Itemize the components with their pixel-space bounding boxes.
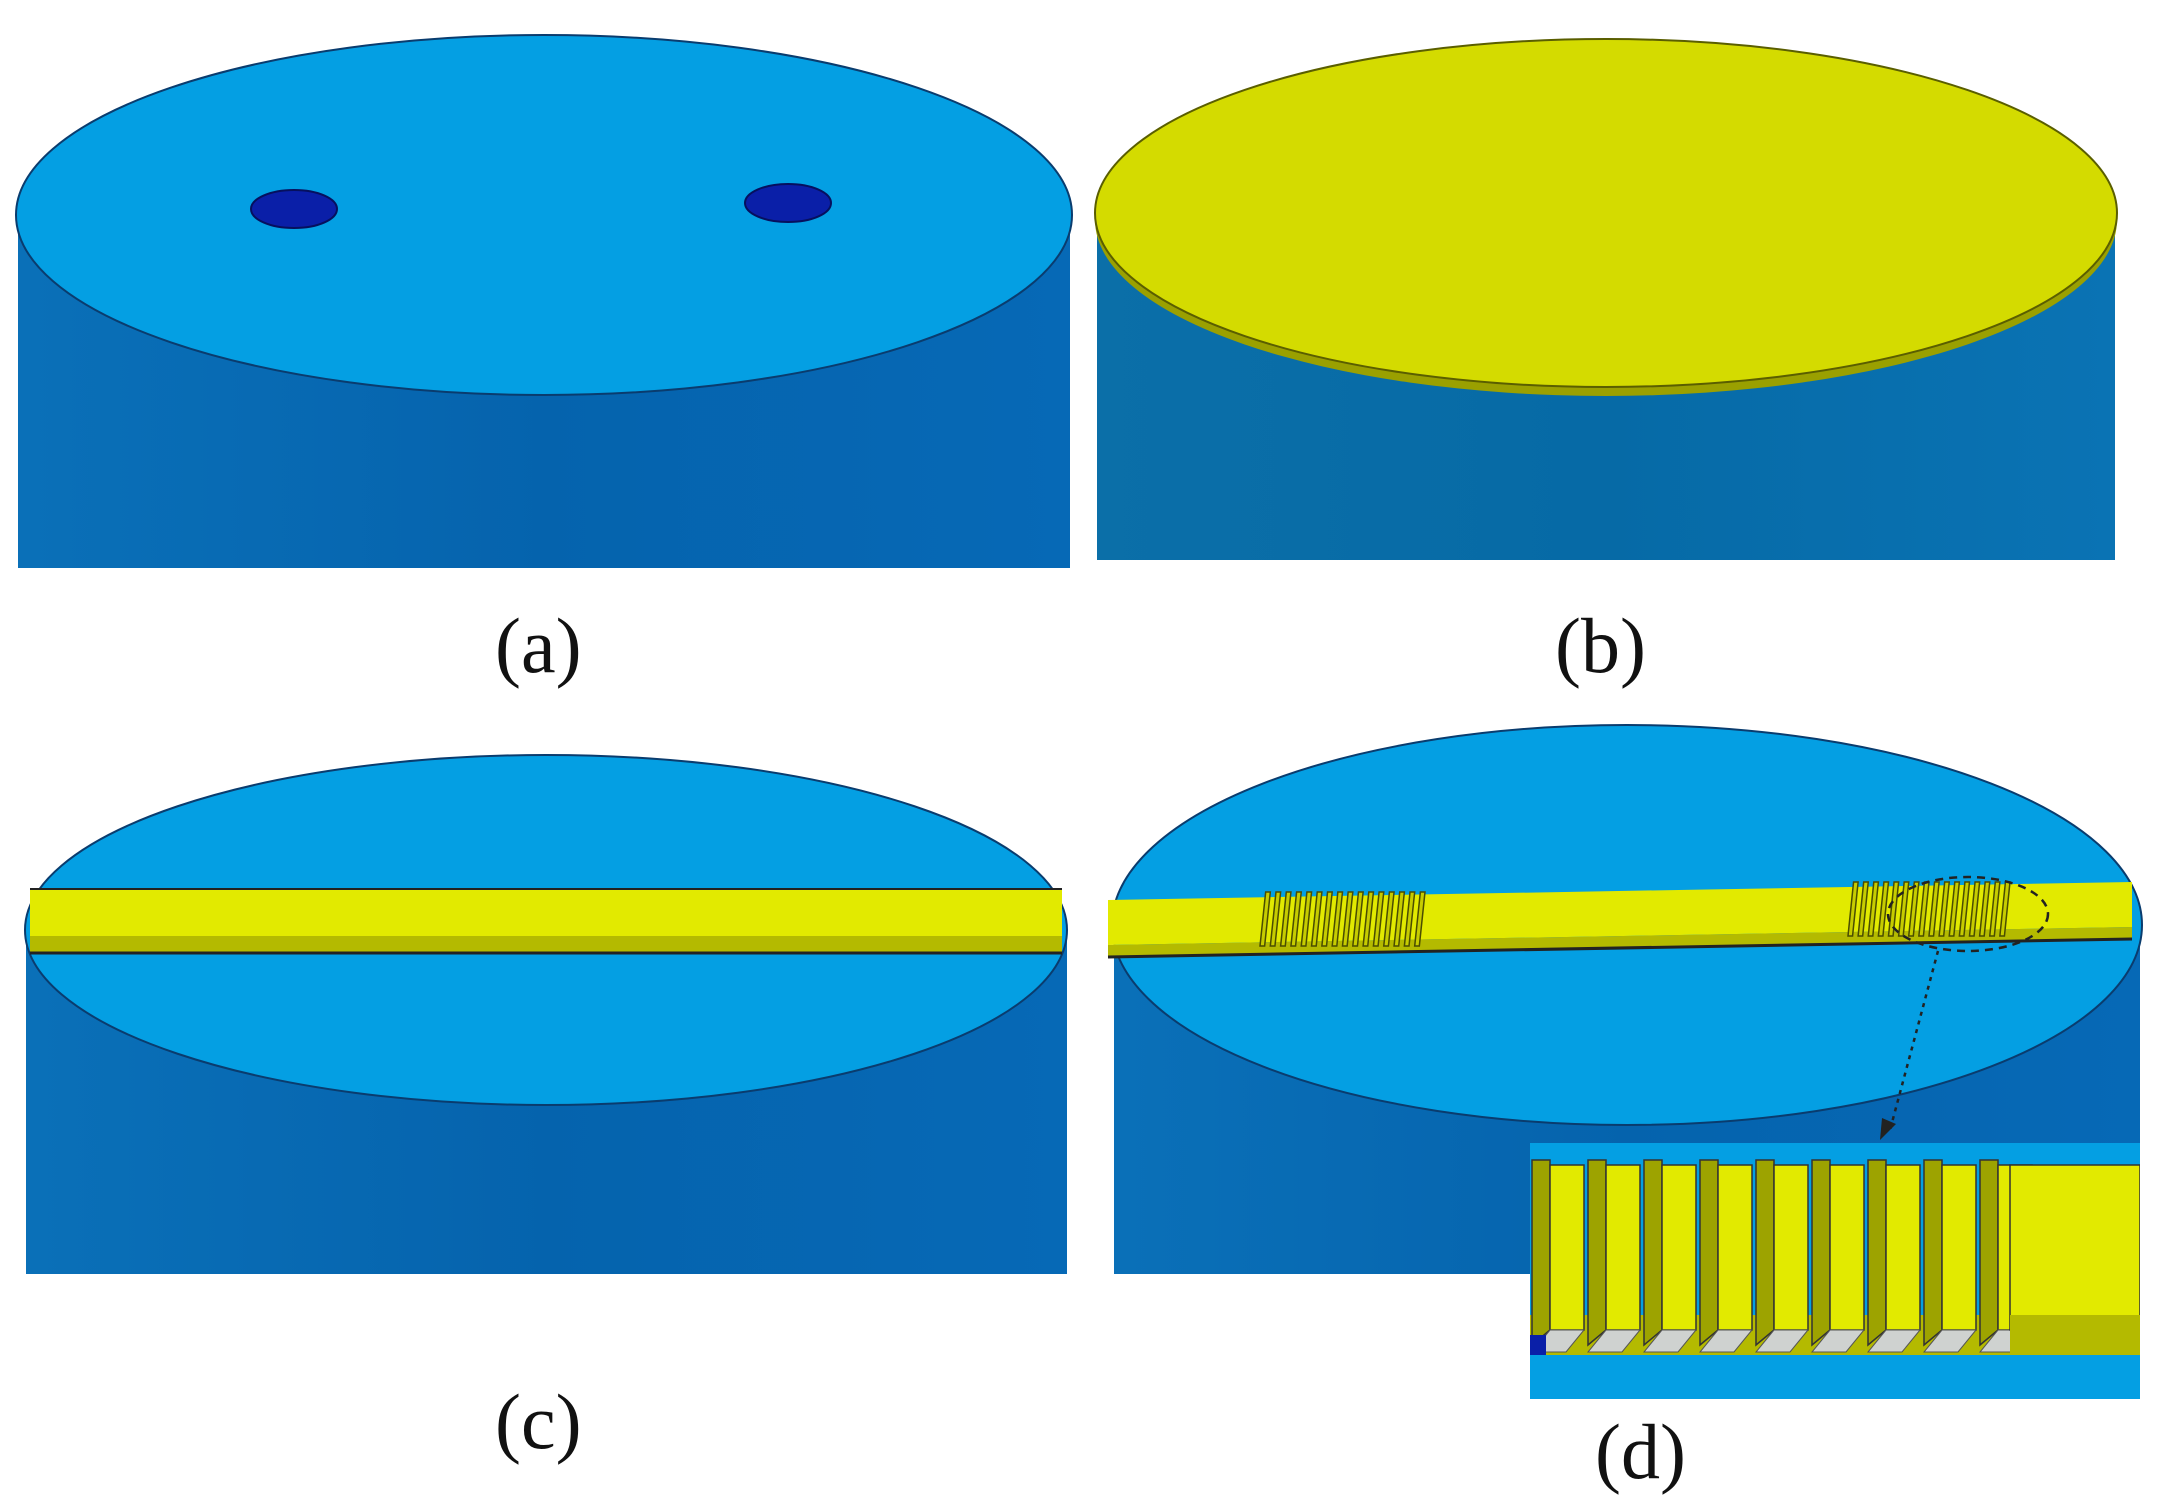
grating-ridge [1351, 891, 1364, 947]
inset-tooth-shadow [1810, 1329, 1866, 1353]
inset-tooth-side [1643, 1159, 1663, 1347]
inset-tooth-side [1811, 1159, 1831, 1347]
grating-ridge [1413, 891, 1426, 947]
inset-strip-block [2009, 1164, 2140, 1331]
panel-a-cylinder-top [15, 34, 1073, 396]
grating-ridge [1321, 891, 1334, 947]
grating-ridge [1341, 891, 1354, 947]
inset-tooth-shadow [1922, 1329, 1978, 1353]
panel-c-strip-side [30, 936, 1062, 952]
inset-tooth-shadow [1754, 1329, 1810, 1353]
grating-ridge [1362, 891, 1375, 947]
panel-a-label: (a) [495, 602, 582, 689]
grating-ridge [1877, 881, 1890, 937]
inset-tooth [1717, 1164, 1753, 1331]
grating-ridge [1928, 881, 1940, 937]
panel-d-callout-arrowhead [1880, 1118, 1896, 1140]
inset-tooth-side [1699, 1159, 1719, 1347]
inset-tooth [1885, 1164, 1921, 1331]
grating-ridge [1847, 881, 1859, 937]
grating-ridge [1948, 881, 1961, 937]
inset-tooth-side [1867, 1159, 1887, 1347]
grating-ridge [1382, 891, 1395, 947]
grating-ridge [1978, 881, 1991, 937]
inset-tooth [1829, 1164, 1865, 1331]
grating-ridge [1290, 891, 1303, 947]
inset-tooth-side [1587, 1159, 1607, 1347]
grating-ridge [1857, 881, 1870, 937]
panel-d-callout-arrow [1888, 950, 1940, 1131]
grating-ridge [1938, 881, 1951, 937]
grating-ridge [1259, 891, 1272, 947]
inset-strip-block-side [2010, 1315, 2140, 1355]
inset-tooth-shadow [1642, 1329, 1698, 1353]
grating-ridge [1907, 881, 1920, 937]
panel-a-hole-right [744, 183, 832, 223]
inset-tooth-side [1979, 1159, 1999, 1347]
grating-ridge [1403, 891, 1416, 947]
panel-d-label: (d) [1595, 1408, 1686, 1495]
panel-d-grating-left [1259, 891, 1426, 947]
grating-ridge [1269, 891, 1282, 947]
panel-b [1094, 38, 2118, 560]
panel-b-coating-top [1094, 38, 2118, 388]
grating-ridge [1958, 881, 1971, 937]
grating-ridge [1310, 891, 1323, 947]
panel-c-strip-top [30, 890, 1062, 936]
inset-tooth-shadow [1586, 1329, 1642, 1353]
inset-substrate [1530, 1355, 2140, 1399]
grating-ridge [1372, 891, 1385, 947]
inset-tooth [1661, 1164, 1697, 1331]
inset-tooth-side [1923, 1159, 1943, 1347]
panel-d [1107, 724, 2143, 1399]
panel-d-callout-ellipse [1886, 875, 2050, 953]
inset-tooth-shadow [1698, 1329, 1754, 1353]
inset-tooth [1941, 1164, 1977, 1331]
panel-c-label: (c) [495, 1378, 582, 1465]
panel-d-strip-side [1108, 927, 2132, 957]
panel-c [24, 754, 1068, 1274]
grating-ridge [1867, 881, 1880, 937]
grating-ridge [1988, 881, 2001, 937]
inset-tooth [1605, 1164, 1641, 1331]
grating-ridge [1300, 891, 1313, 947]
inset-tooth-side [1531, 1159, 1551, 1347]
panel-d-inset-teeth [1530, 1159, 2140, 1399]
inset-hole-edge [1530, 1335, 1546, 1355]
grating-ridge [1897, 881, 1910, 937]
panel-b-label: (b) [1555, 602, 1646, 689]
grating-ridge [1331, 891, 1344, 947]
inset-tooth-shadow [1866, 1329, 1922, 1353]
panel-d-inset [1530, 1143, 2140, 1399]
inset-tooth [1773, 1164, 1809, 1331]
grating-ridge [1968, 881, 1981, 937]
inset-tooth [1549, 1164, 1585, 1331]
inset-tooth-side [1755, 1159, 1775, 1347]
grating-ridge [1279, 891, 1292, 947]
panel-a [15, 34, 1073, 568]
panel-d-strip-edge-bottom [1107, 937, 2133, 959]
grating-ridge [1393, 891, 1406, 947]
grating-ridge [1887, 881, 1900, 937]
panel-a-hole-left [250, 189, 338, 229]
